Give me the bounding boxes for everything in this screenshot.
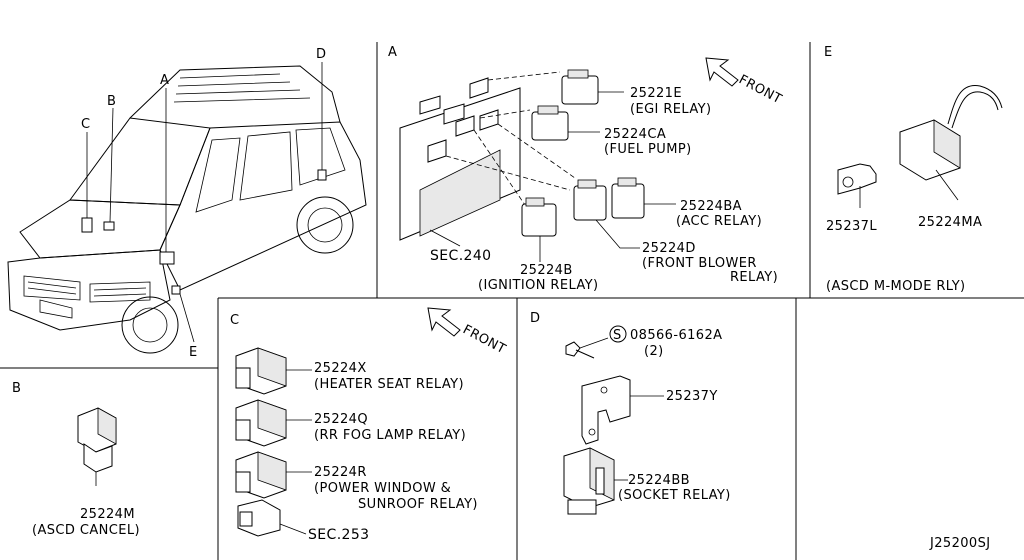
- bolt-symbol: S: [613, 328, 622, 343]
- front-arrow-a-icon: [705, 57, 739, 87]
- callout-b: B: [107, 94, 116, 109]
- part-25221e-code: 25221E: [630, 86, 682, 101]
- part-25224d-code: 25224D: [642, 241, 696, 256]
- front-arrow-c-icon: [427, 307, 461, 337]
- part-25221e-desc: (EGI RELAY): [630, 102, 711, 117]
- front-label-a: FRONT: [736, 72, 784, 107]
- part-25224b-desc: (IGNITION RELAY): [478, 278, 599, 293]
- part-25224r-desc2: SUNROOF RELAY): [358, 497, 478, 512]
- bracket-25237l-label: 25237L: [826, 219, 877, 234]
- sec-240-ref: SEC.240: [430, 248, 491, 264]
- sec-253-ref: SEC.253: [308, 527, 369, 543]
- part-25224bb-code: 25224BB: [628, 473, 690, 488]
- part-25224q-code: 25224Q: [314, 412, 368, 427]
- bolt-qty: (2): [644, 344, 664, 359]
- part-25224x-desc: (HEATER SEAT RELAY): [314, 377, 464, 392]
- part-25224m-code: 25224M: [80, 507, 135, 522]
- callout-a: A: [160, 73, 169, 88]
- relay-25224m-drawing: [77, 407, 117, 486]
- part-25224x-code: 25224X: [314, 361, 367, 376]
- part-25224d-desc: (FRONT BLOWER: [642, 256, 757, 271]
- connector-sec253-drawing: [237, 499, 307, 537]
- section-b-label: B: [12, 381, 21, 396]
- section-c-label: C: [230, 313, 239, 328]
- panel-dividers: [0, 42, 1024, 560]
- section-a-label: A: [388, 45, 397, 60]
- relay-25224q-drawing: [235, 399, 312, 447]
- relay-25224ma-drawing: [899, 84, 1003, 201]
- callout-e: E: [189, 345, 198, 360]
- section-d-label: D: [530, 311, 540, 326]
- fuse-block-drawing: [399, 71, 576, 241]
- relay-25224bb-drawing: [563, 447, 628, 515]
- relay-25224d-drawing: [573, 179, 640, 249]
- part-25224q-desc: (RR FOG LAMP RELAY): [314, 428, 466, 443]
- callout-d: D: [316, 47, 326, 62]
- part-25224r-desc: (POWER WINDOW &: [314, 481, 451, 496]
- part-25224bb-desc: (SOCKET RELAY): [618, 488, 731, 503]
- section-e-label: E: [824, 45, 833, 60]
- bolt-drawing: [565, 337, 609, 359]
- section-e-caption: (ASCD M-MODE RLY): [826, 279, 966, 294]
- part-25224ba-desc: (ACC RELAY): [676, 214, 762, 229]
- part-25224ca-desc: (FUEL PUMP): [604, 142, 692, 157]
- part-25224ca-code: 25224CA: [604, 127, 666, 142]
- part-25224ba-code: 25224BA: [680, 199, 742, 214]
- part-25224r-code: 25224R: [314, 465, 367, 480]
- part-25224d-desc2: RELAY): [730, 270, 778, 285]
- front-label-c: FRONT: [460, 322, 508, 357]
- part-25224m-desc: (ASCD CANCEL): [32, 523, 140, 538]
- relay-25224ba-drawing: [611, 177, 676, 219]
- vehicle-drawing: [7, 62, 367, 354]
- relay-25224ca-drawing: [531, 105, 600, 141]
- bracket-25237l-drawing: [837, 163, 877, 208]
- bolt-symbol-icon: [609, 325, 627, 343]
- relay-25224b-drawing: [521, 197, 557, 262]
- diagram-code: J25200SJ: [929, 536, 990, 551]
- relay-25224x-drawing: [235, 347, 312, 395]
- relay-25224r-drawing: [235, 451, 312, 499]
- callout-c: C: [81, 117, 90, 132]
- relay-25221e-drawing: [561, 69, 624, 105]
- bracket-25237y-drawing: [581, 375, 664, 445]
- part-25224b-code: 25224B: [520, 263, 573, 278]
- part-25224ma-label: 25224MA: [918, 215, 982, 230]
- bracket-25237y-label: 25237Y: [666, 389, 718, 404]
- bolt-code: 08566-6162A: [630, 328, 722, 343]
